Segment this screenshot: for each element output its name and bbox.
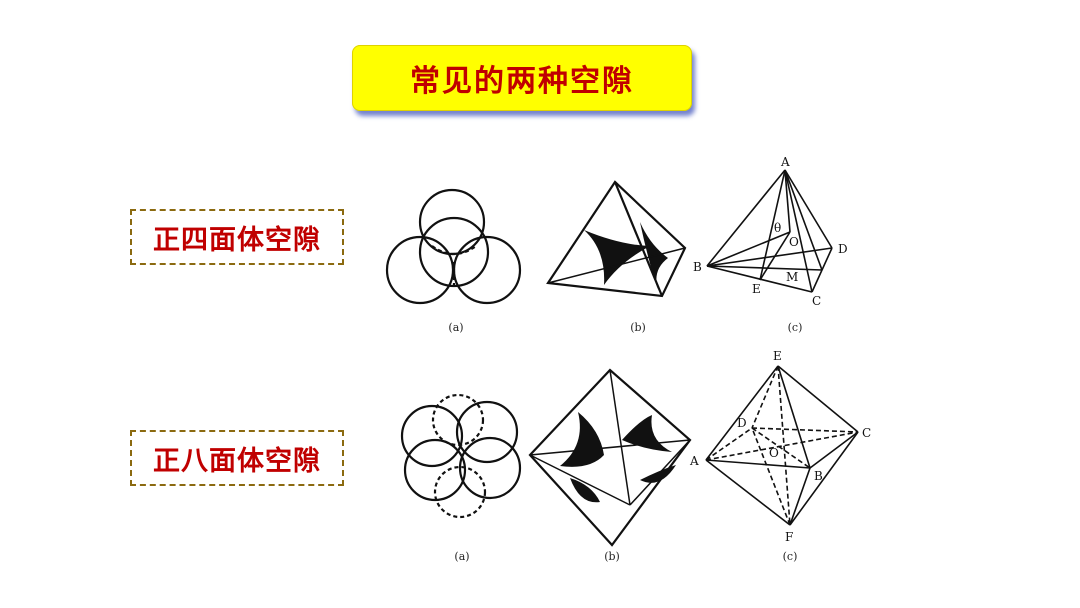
title-banner: 常见的两种空隙	[352, 45, 692, 111]
tetra-vertex-d: D	[838, 242, 848, 256]
octahedron-wireframe-diagram	[705, 365, 859, 526]
tetrahedron-wireframe-diagram	[706, 169, 833, 293]
octahedral-void-label-box: 正八面体空隙	[130, 430, 344, 486]
tetrahedral-void-label: 正四面体空隙	[153, 224, 321, 256]
octa-vertex-o: O	[769, 446, 779, 460]
octa-vertex-c: C	[862, 426, 871, 440]
tetra-vertex-b: B	[693, 260, 702, 274]
tetrahedral-void-solid-diagram	[546, 180, 687, 298]
tetra-vertex-o: O	[789, 235, 799, 249]
octa-vertex-e: E	[773, 349, 782, 363]
page-title: 常见的两种空隙	[410, 64, 634, 99]
row1-caption-b: (b)	[630, 321, 646, 334]
octahedral-void-label: 正八面体空隙	[153, 445, 321, 477]
tetrahedral-spheres-diagram	[385, 188, 522, 305]
tetra-vertex-m: M	[786, 270, 798, 284]
octa-vertex-a: A	[689, 454, 699, 468]
row1-caption-c: (c)	[788, 321, 803, 334]
tetra-vertex-c: C	[812, 294, 821, 308]
tetra-vertex-a: A	[780, 155, 790, 169]
octa-vertex-d: D	[737, 416, 747, 430]
tetra-angle-theta: θ	[774, 221, 781, 235]
octahedral-void-solid-diagram	[528, 368, 692, 547]
octa-vertex-f: F	[785, 530, 793, 544]
row2-caption-a: (a)	[454, 550, 469, 563]
row2-caption-b: (b)	[604, 550, 620, 563]
row2-caption-c: (c)	[783, 550, 798, 563]
octahedral-spheres-diagram	[400, 393, 522, 519]
tetra-vertex-e: E	[752, 282, 761, 296]
octa-vertex-b: B	[814, 469, 823, 483]
tetrahedral-void-label-box: 正四面体空隙	[130, 209, 344, 265]
row1-caption-a: (a)	[448, 321, 463, 334]
